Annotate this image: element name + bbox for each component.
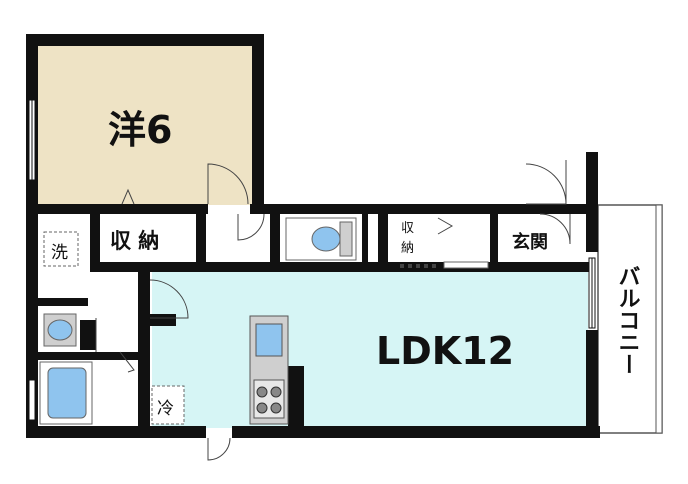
washer-space (43, 231, 79, 267)
entrance-step (443, 261, 489, 269)
toilet (285, 217, 357, 261)
balcony-floor (597, 204, 663, 434)
ldk-label: LDK12 (376, 329, 514, 373)
ldk-floor (152, 272, 588, 428)
western-room-floor (38, 46, 252, 205)
storage-main-label: 収 納 (110, 229, 159, 253)
storage-small-label-bottom: 納 (401, 241, 414, 256)
fridge-label: 冷 (157, 399, 174, 419)
washer-label: 洗 (51, 243, 68, 263)
western-room-label: 洋6 (108, 108, 172, 152)
balcony-label: バルコニー (615, 265, 640, 375)
washbasin (43, 313, 77, 347)
windows (28, 99, 596, 421)
entrance-label: 玄関 (512, 231, 548, 253)
door-swings (95, 160, 571, 461)
storage-rail (400, 264, 436, 268)
kitchen-counter (249, 315, 289, 425)
balcony-rail (655, 204, 663, 434)
fridge-space (151, 385, 185, 425)
bathtub (39, 361, 93, 425)
storage-small-label-top: 収 (401, 221, 414, 236)
